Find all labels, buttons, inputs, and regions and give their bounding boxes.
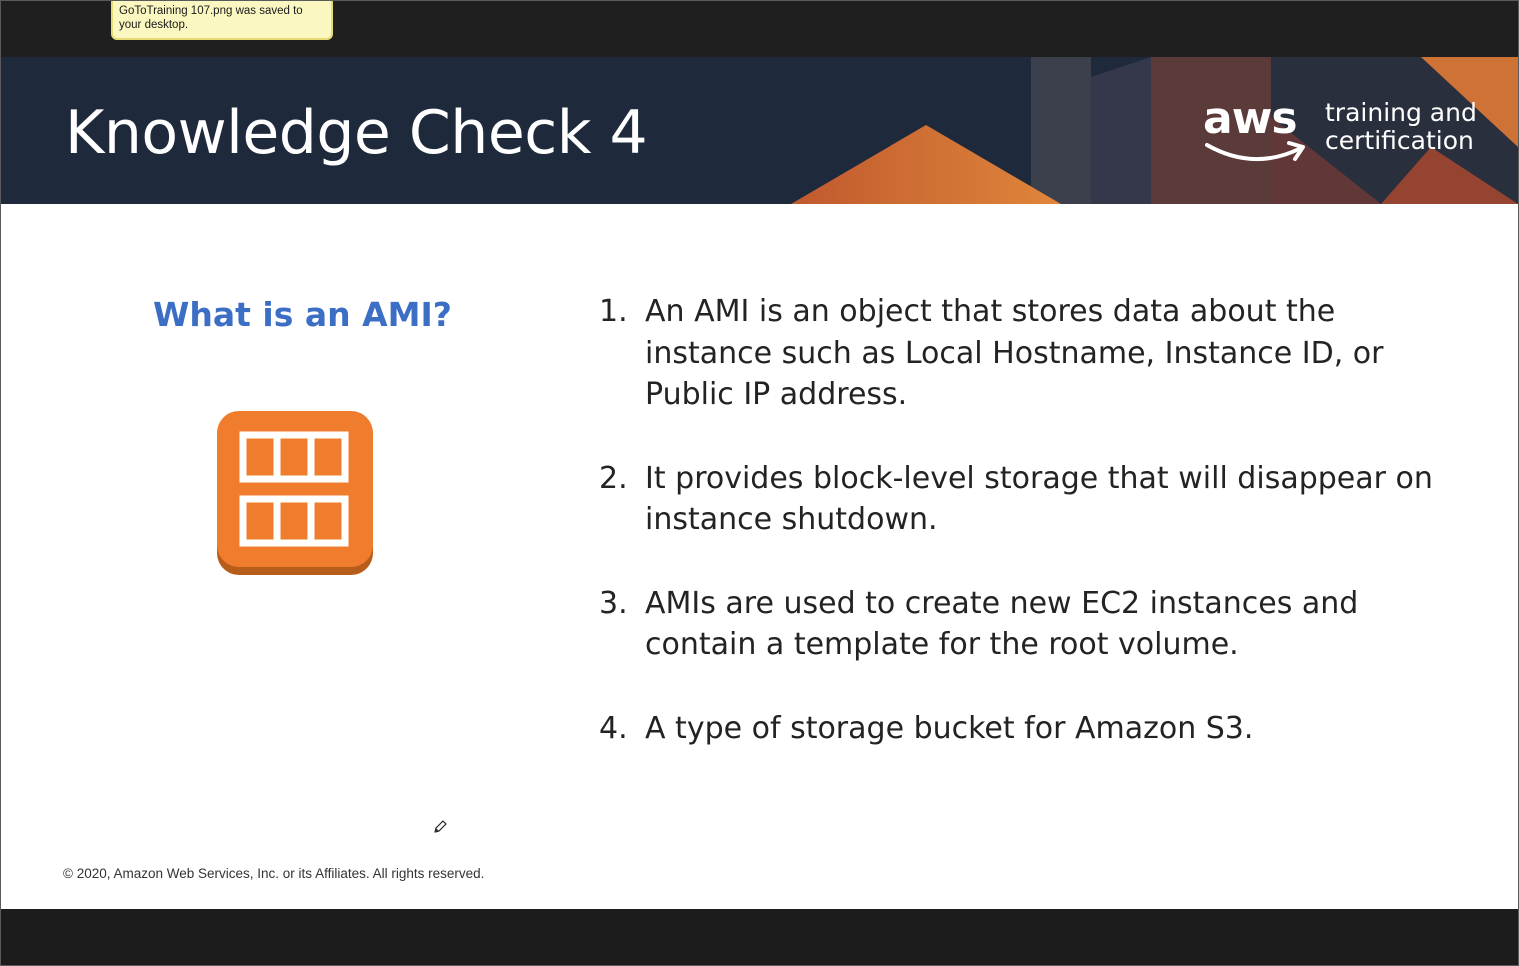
answer-number: 4. [599,710,628,746]
answer-text-line: instance such as Local Hostname, Instanc… [645,335,1384,371]
answer-text-line: Public IP address. [645,377,908,412]
answer-number: 1. [599,294,628,329]
header-decoration [791,57,1518,204]
answer-list: 1. An AMI is an object that stores data … [599,291,1433,749]
answer-option-3[interactable]: 3. AMIs are used to create new EC2 insta… [599,583,1433,666]
answer-text-line: instance shutdown. [645,502,938,537]
pencil-cursor-icon [434,820,447,833]
presentation-slide: Knowledge Check 4 aws training and certi… [1,57,1518,909]
save-notification-tooltip: GoToTraining 107.png was saved to your d… [111,0,333,40]
answer-text-line: An AMI is an object that stores data abo… [645,294,1336,329]
question-heading: What is an AMI? [153,295,452,334]
copyright-notice: © 2020, Amazon Web Services, Inc. or its… [63,866,485,881]
slide-title: Knowledge Check 4 [65,98,648,168]
training-certification-label: training and certification [1325,99,1477,155]
answer-text-line: A type of storage bucket for Amazon S3. [645,710,1254,746]
slide-header: Knowledge Check 4 aws training and certi… [1,57,1518,204]
answer-option-2[interactable]: 2. It provides block-level storage that … [599,458,1433,541]
logo-line-2: certification [1325,126,1474,155]
answer-text-line: contain a template for the root volume. [645,627,1239,662]
answer-number: 2. [599,460,628,496]
answer-number: 3. [599,585,628,621]
answer-text-line: AMIs are used to create new EC2 instance… [645,585,1359,621]
logo-line-1: training and [1325,98,1477,127]
answer-option-4[interactable]: 4. A type of storage bucket for Amazon S… [599,708,1433,750]
ami-icon [217,411,373,575]
aws-wordmark: aws [1203,93,1298,144]
aws-logo: aws [1203,93,1313,169]
answer-option-1[interactable]: 1. An AMI is an object that stores data … [599,291,1433,416]
save-notification-text: GoToTraining 107.png was saved to your d… [119,5,303,31]
answer-text-line: It provides block-level storage that wil… [645,460,1433,496]
aws-smile-arrow-icon [1205,141,1305,161]
